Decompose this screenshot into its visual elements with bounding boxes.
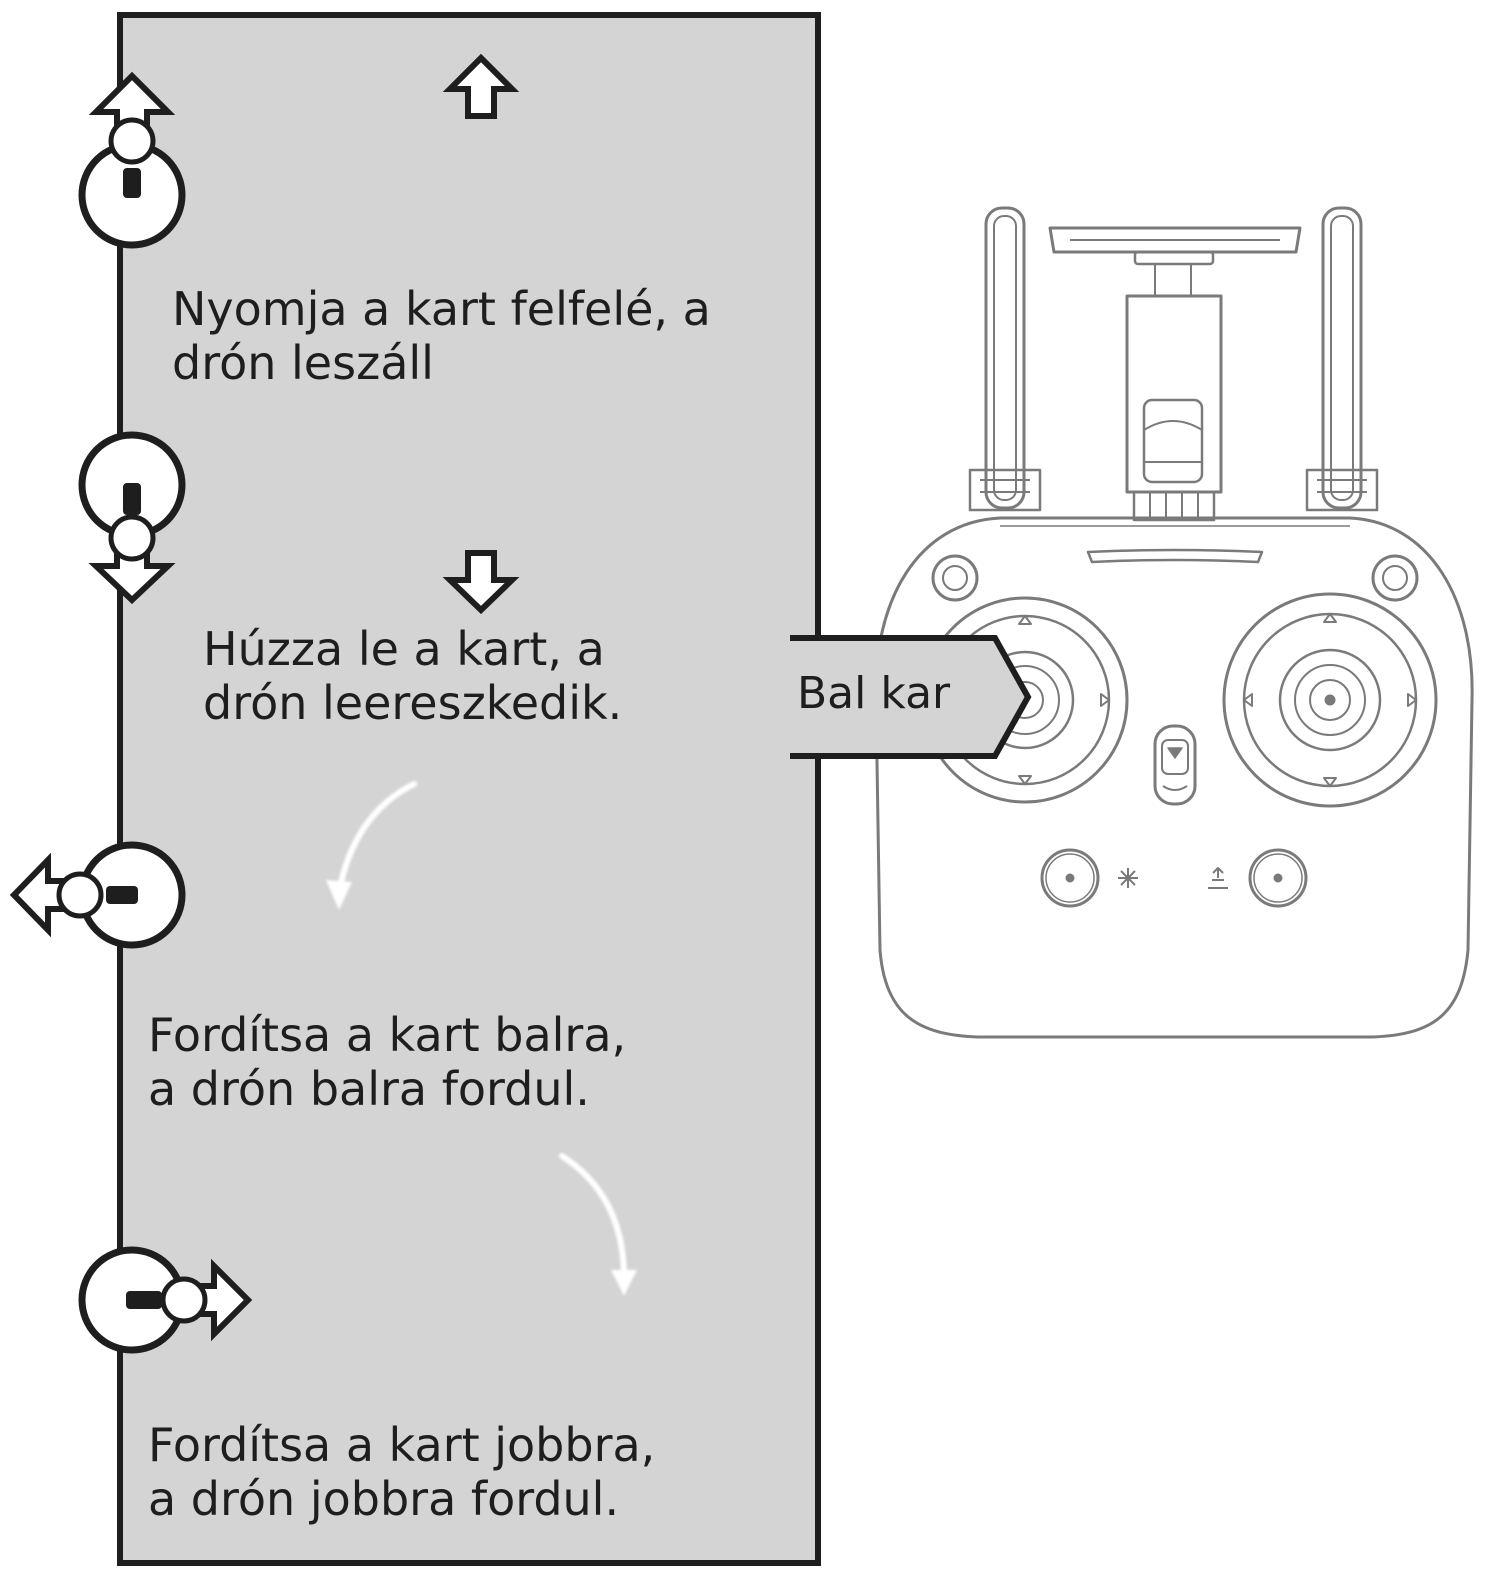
instruction-panel	[117, 12, 821, 1566]
remote-controller-illustration	[874, 206, 1474, 1039]
takeoff-button-icon	[1208, 848, 1308, 908]
right-antenna	[1305, 206, 1379, 512]
power-button-icon	[1153, 724, 1197, 806]
stick-left-icon	[9, 841, 186, 949]
instruction-down-line2: drón leereszkedik.	[203, 676, 623, 730]
instruction-up-text: Nyomja a kart felfelé, a drón leszáll	[172, 282, 711, 390]
right-screw-icon	[1371, 554, 1419, 602]
left-antenna	[968, 206, 1042, 512]
stick-up-icon	[78, 71, 186, 249]
instruction-right-line1: Fordítsa a kart jobbra,	[148, 1418, 656, 1472]
instruction-down-line1: Húzza le a kart, a	[203, 622, 605, 676]
arrow-down-icon	[442, 550, 520, 615]
instruction-up-line1: Nyomja a kart felfelé, a	[172, 282, 711, 336]
device-holder	[1048, 226, 1302, 522]
rotate-right-arrow-icon	[559, 1153, 637, 1296]
right-joystick	[1222, 592, 1438, 808]
instruction-right-line2: a drón jobbra fordul.	[148, 1472, 620, 1526]
stick-right-icon	[78, 1246, 253, 1354]
arrow-up-icon	[442, 53, 520, 119]
instruction-right-text: Fordítsa a kart jobbra, a drón jobbra fo…	[148, 1418, 655, 1526]
left-stick-label: Bal kar	[797, 668, 951, 719]
speaker-slot	[1086, 548, 1264, 564]
instruction-down-text: Húzza le a kart, a drón leereszkedik.	[203, 622, 622, 730]
instruction-left-line1: Fordítsa a kart balra,	[148, 1008, 627, 1062]
callout-tag	[790, 635, 1032, 759]
rotate-left-arrow-icon	[326, 781, 417, 910]
instruction-left-text: Fordítsa a kart balra, a drón balra ford…	[148, 1008, 626, 1116]
instruction-left-line2: a drón balra fordul.	[148, 1062, 590, 1116]
return-home-button-icon	[1040, 848, 1138, 908]
remote-body	[874, 516, 1474, 1039]
stick-down-icon	[78, 431, 186, 605]
instruction-up-line2: drón leszáll	[172, 336, 434, 390]
left-screw-icon	[931, 554, 979, 602]
